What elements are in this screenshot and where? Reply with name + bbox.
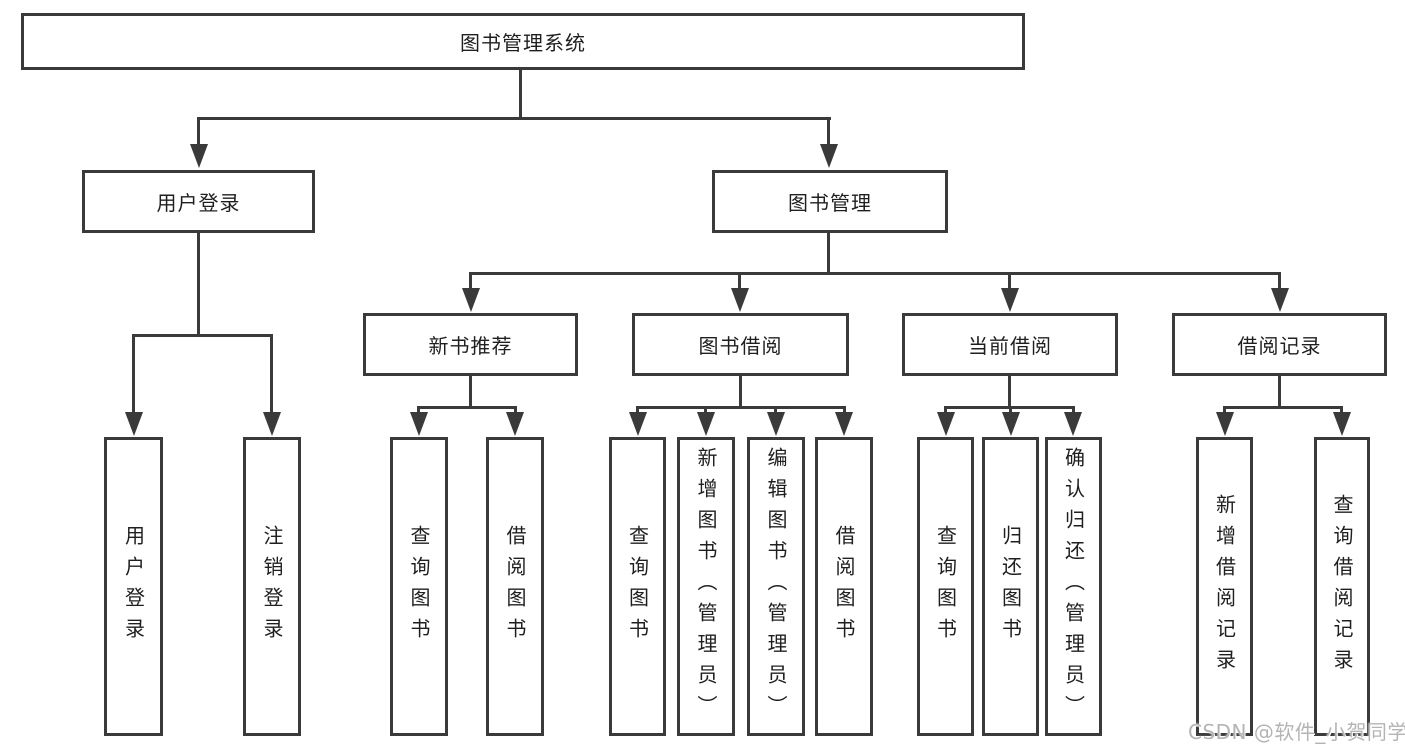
leaf-user-login: 用户登录 [104,437,163,736]
connector-line [1223,406,1343,409]
connector-line [132,334,273,337]
connector-line [1008,376,1011,408]
connector-line [1340,406,1343,414]
connector-line [1009,406,1012,414]
connector-line [417,406,517,409]
arrow-down-icon [820,144,838,168]
connector-line [197,117,831,120]
connector-line [1278,272,1281,288]
arrow-down-icon [731,288,749,312]
node-label: 新增借阅记录 [1212,493,1237,680]
arrow-down-icon [263,412,281,436]
connector-line [197,233,200,337]
connector-line [704,406,707,414]
connector-line [1223,406,1226,414]
arrow-down-icon [462,288,480,312]
node-label: 图书借阅 [698,334,783,358]
arrow-down-icon [1001,288,1019,312]
arrow-down-icon [697,412,715,436]
arrow-down-icon [1333,412,1351,436]
connector-line [636,406,846,409]
connector-line [469,272,472,288]
connector-line [827,117,830,145]
leaf-borrow-books: 借阅图书 [815,437,873,736]
arrow-down-icon [1271,288,1289,312]
node-library-system: 图书管理系统 [21,13,1025,70]
connector-line [827,233,830,275]
arrow-down-icon [410,412,428,436]
leaf-query-books: 查询图书 [390,437,448,736]
node-label: 查询借阅记录 [1330,493,1354,680]
arrow-down-icon [835,412,853,436]
leaf-edit-books-admin: 编辑图书（管理员） [747,437,805,736]
leaf-return-books: 归还图书 [982,437,1039,736]
connector-line [417,406,420,414]
connector-line [843,406,846,414]
arrow-down-icon [1002,412,1020,436]
node-label: 当前借阅 [968,334,1052,358]
leaf-confirm-return-admin: 确认归还（管理员） [1045,437,1102,736]
node-label: 查询图书 [933,524,958,649]
node-label: 确认归还（管理员） [1061,447,1086,726]
connector-line [738,272,741,288]
node-label: 图书管理 [788,191,872,215]
node-new-book-recommendation: 新书推荐 [363,313,578,376]
node-label: 新书推荐 [428,334,513,358]
leaf-borrow-books: 借阅图书 [486,437,544,736]
connector-line [774,406,777,414]
arrow-down-icon [767,412,785,436]
leaf-query-borrow-record: 查询借阅记录 [1314,437,1370,736]
connector-line [1278,376,1281,408]
node-borrowing-records: 借阅记录 [1172,313,1387,376]
connector-line [1072,406,1075,414]
connector-line [469,272,1281,275]
arrow-down-icon [937,412,955,436]
leaf-logout: 注销登录 [243,437,301,736]
arrow-down-icon [1064,412,1082,436]
arrow-down-icon [125,412,143,436]
node-label: 归还图书 [998,524,1023,649]
node-current-borrowing: 当前借阅 [902,313,1118,376]
connector-line [270,334,273,412]
connector-line [519,70,522,119]
connector-line [1008,272,1011,288]
node-book-management: 图书管理 [712,170,948,233]
connector-line [944,406,947,414]
node-label: 借阅记录 [1237,334,1322,358]
arrow-down-icon [506,412,524,436]
leaf-query-books: 查询图书 [609,437,666,736]
node-label: 编辑图书（管理员） [764,447,788,726]
arrow-down-icon [190,144,208,168]
leaf-add-borrow-record: 新增借阅记录 [1196,437,1253,736]
connector-line [469,376,472,408]
connector-line [197,117,200,145]
connector-line [739,376,742,408]
node-label: 借阅图书 [503,524,527,649]
node-label: 查询图书 [625,524,650,649]
node-label: 查询图书 [407,524,431,649]
node-user-login: 用户登录 [82,170,315,233]
leaf-query-books: 查询图书 [917,437,974,736]
node-label: 注销登录 [260,524,284,649]
arrow-down-icon [1216,412,1234,436]
watermark-text: CSDN @软件_小贺同学 [1188,720,1405,744]
node-label: 新增图书（管理员） [694,447,718,726]
node-label: 图书管理系统 [460,31,586,55]
node-label: 用户登录 [156,191,241,215]
connector-line [132,334,135,412]
node-book-borrowing: 图书借阅 [632,313,849,376]
connector-line [514,406,517,414]
arrow-down-icon [629,412,647,436]
node-label: 借阅图书 [832,524,856,649]
connector-line [636,406,639,414]
node-label: 用户登录 [121,524,146,649]
leaf-add-books-admin: 新增图书（管理员） [677,437,735,736]
